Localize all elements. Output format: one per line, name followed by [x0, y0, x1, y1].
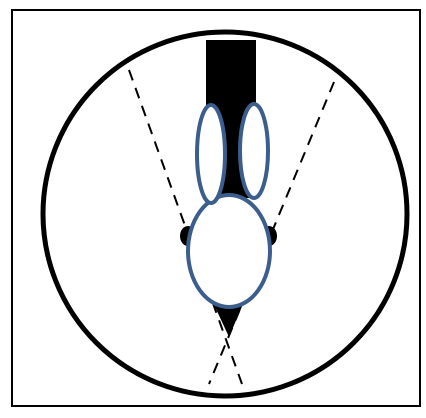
- right-ear: [240, 104, 268, 198]
- head: [188, 195, 270, 307]
- left-ear: [197, 105, 225, 203]
